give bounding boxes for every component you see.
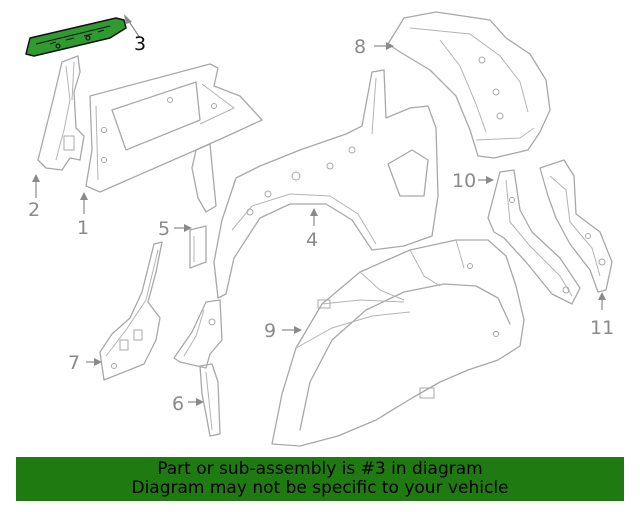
part-3[interactable] [25,17,127,57]
part-9[interactable] [271,239,525,447]
callout-label-3: 3 [134,33,146,55]
part-10[interactable] [487,169,581,305]
callout-label-9: 9 [264,320,276,342]
part-1[interactable] [85,63,263,213]
callout-9[interactable]: 9 [264,320,302,342]
callout-8[interactable]: 8 [354,36,394,58]
callout-label-7: 7 [68,352,80,374]
callout-3[interactable]: 3 [124,14,146,55]
callout-label-6: 6 [172,393,184,415]
callout-4[interactable]: 4 [306,208,318,251]
banner-line-2: Diagram may not be specific to your vehi… [131,478,509,498]
callout-label-5: 5 [158,218,170,240]
part-8[interactable] [387,11,551,159]
parts-diagram: 3 2 1 8 [25,11,614,447]
part-6[interactable] [173,299,223,437]
part-11[interactable] [539,159,613,293]
part-5[interactable] [189,225,207,269]
callout-label-4: 4 [306,229,318,251]
callout-1[interactable]: 1 [77,192,89,239]
callout-5[interactable]: 5 [158,218,192,240]
callout-label-10: 10 [452,170,476,192]
callout-6[interactable]: 6 [172,393,204,415]
callout-7[interactable]: 7 [68,352,102,374]
callout-label-8: 8 [354,36,366,58]
callout-2[interactable]: 2 [28,174,40,221]
callout-label-2: 2 [28,199,40,221]
callout-11[interactable]: 11 [590,292,614,339]
callout-10[interactable]: 10 [452,170,494,192]
banner-line-1: Part or sub-assembly is #3 in diagram [157,459,483,479]
callout-label-11: 11 [590,317,614,339]
callout-label-1: 1 [77,217,89,239]
part-2[interactable] [37,55,85,171]
part-7[interactable] [99,241,163,381]
part-4[interactable] [213,69,439,299]
info-banner: Part or sub-assembly is #3 in diagram Di… [16,457,624,501]
